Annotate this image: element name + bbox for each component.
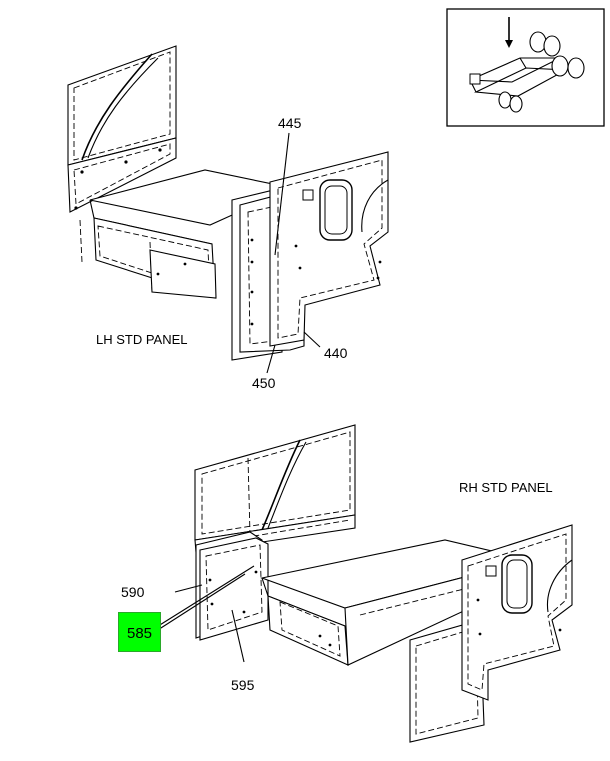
part-label-585-highlight[interactable]: 585: [118, 612, 161, 652]
rh-panel-assembly: [149, 424, 573, 743]
part-label-590[interactable]: 590: [121, 584, 145, 600]
part-label-595[interactable]: 595: [231, 677, 255, 693]
caption-rh-std-panel: RH STD PANEL: [459, 480, 553, 495]
part-label-440[interactable]: 440: [324, 345, 348, 361]
part-label-450[interactable]: 450: [252, 375, 276, 391]
inset-locator: [446, 8, 605, 127]
caption-lh-std-panel: LH STD PANEL: [96, 332, 188, 347]
part-label-585: 585: [126, 625, 153, 642]
lh-panel-assembly: [67, 45, 389, 374]
part-label-445[interactable]: 445: [278, 115, 302, 131]
truck-chassis-icon: [469, 17, 585, 113]
